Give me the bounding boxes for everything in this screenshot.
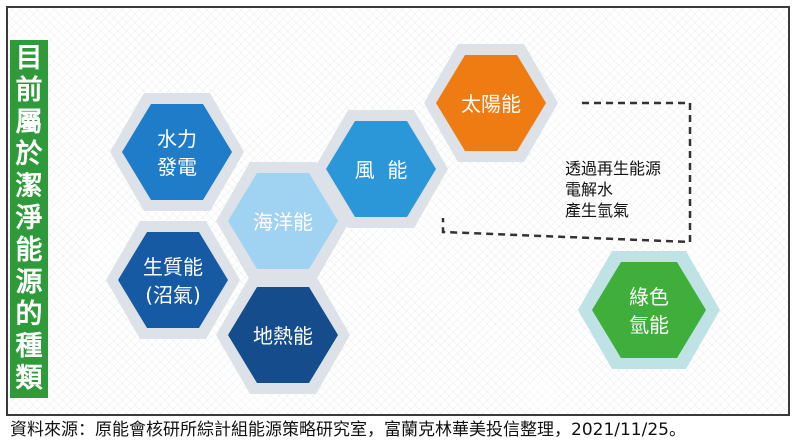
biomass-label-2: (沼氣) bbox=[145, 283, 201, 307]
wind-label: 風 能 bbox=[355, 158, 408, 182]
side-title-bar: 目前屬於潔淨能源的種類 bbox=[10, 40, 48, 398]
ocean-hex bbox=[228, 173, 338, 269]
solar-label: 太陽能 bbox=[461, 92, 521, 116]
note-line-2: 電解水 bbox=[565, 180, 613, 199]
side-title: 目前屬於潔淨能源的種類 bbox=[15, 43, 43, 394]
green-hydrogen-label-1: 綠色 bbox=[629, 285, 669, 309]
source-note: 資料來源：原能會核研所綜計組能源策略研究室，富蘭克林華美投信整理，2021/11… bbox=[10, 420, 686, 440]
green-hydrogen-label-2: 氫能 bbox=[629, 313, 669, 337]
biomass-label-1: 生質能 bbox=[143, 255, 203, 279]
note-line-1: 透過再生能源 bbox=[565, 159, 661, 178]
ocean-label: 海洋能 bbox=[253, 210, 313, 234]
hydro-label-2: 發電 bbox=[157, 155, 197, 179]
green-hydrogen-hex bbox=[592, 262, 706, 358]
biomass-hex bbox=[118, 232, 228, 328]
hydro-hex bbox=[122, 104, 232, 200]
hydro-label-1: 水力 bbox=[157, 127, 197, 151]
wind-hex bbox=[326, 121, 436, 217]
geothermal-hex bbox=[228, 287, 338, 383]
note-line-3: 產生氫氣 bbox=[565, 201, 629, 220]
connector-line bbox=[441, 101, 692, 244]
geothermal-label: 地熱能 bbox=[253, 324, 313, 348]
solar-hex bbox=[436, 55, 546, 151]
diagram-frame bbox=[6, 6, 790, 416]
